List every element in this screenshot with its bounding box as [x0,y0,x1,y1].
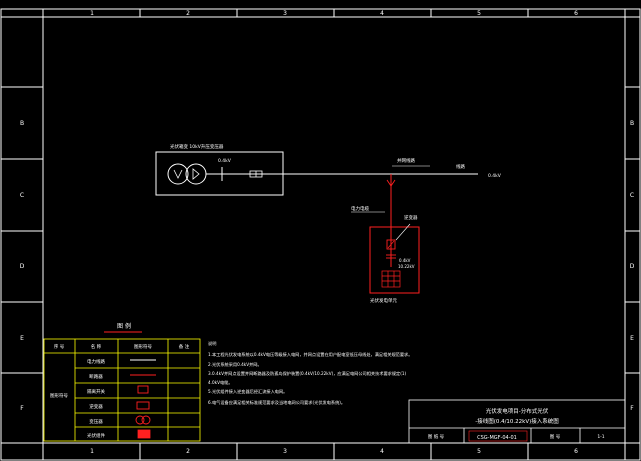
legend-name-1: 电力线路 [87,358,105,365]
legend-name-6: 光伏组件 [87,432,105,439]
row-label-b-right: B [630,120,634,127]
box-top-label: 逆变器 [404,214,418,221]
legend-name-4: 逆变器 [89,403,103,410]
box-caption: 光伏发电单元 [370,297,397,304]
row-label-c: C [20,192,24,199]
pv-panel-icon [381,270,401,288]
legend-name-3: 隔离开关 [87,388,105,395]
transformer-winding-1-icon [167,163,189,185]
legend-name-5: 变压器 [89,418,103,425]
note-line-3: 3.0.4kV并网点设置并网断路器及防孤岛保护装置(0.4kV/10.22kV)… [208,370,407,377]
legend-header-name: 名 称 [91,343,102,350]
row-label-f: F [20,405,24,412]
col-label-4: 4 [380,10,384,17]
row-label-e: E [20,335,24,342]
transformer-winding-2-icon [185,163,207,185]
legend-title: 图 例 [117,322,131,330]
col-label-6-bottom: 6 [574,448,578,455]
lv-voltage-label: 0.4kV [218,158,232,164]
legend-symbol-pv [137,429,151,439]
inverter-icon [386,239,396,250]
project-line-2: -接线图(0.4/10.22kV)接入系统图 [475,417,559,425]
col-label-2-bottom: 2 [186,448,190,455]
row-label-b: B [20,120,24,127]
notes-title: 说明 [208,340,216,347]
grid-voltage-label: 0.4kV [488,173,502,179]
bus-label: 并网线路 [397,157,415,164]
project-line-1: 光伏发电项目-分布式光伏 [486,407,549,415]
note-line-6: 6.电气设备应满足相关标准规范要求及当地电网公司要求(光伏发电系统)。 [208,399,345,406]
row-label-d-right: D [630,263,635,270]
notes: 说明 1.本工程光伏发电系统以0.4kV电压等级接入电网，并网点设置在用户配电室… [208,340,412,406]
col-label-1: 1 [90,10,94,17]
note-line-1: 1.本工程光伏发电系统以0.4kV电压等级接入电网，并网点设置在用户配电室低压母… [208,351,412,358]
legend-header-no: 序 号 [54,343,65,350]
legend-header-symbol: 图形符号 [134,343,152,350]
note-line-2: 2.光伏系统采用0.4kV并网。 [208,361,262,368]
transformer-label: 光伏箱变 10kV升压变压器 [170,143,224,150]
box-voltage-2: 10.22kV [398,264,415,269]
row-label-c-right: C [630,192,634,199]
legend-symbol-transformer [135,415,151,425]
row-label-f-right: F [630,405,634,412]
legend-symbol-inverter [136,401,150,410]
row-label-e-right: E [630,335,634,342]
legend-group-label: 图形符号 [50,392,68,399]
drawing-no: CSG-MGF-04-01 [477,435,517,441]
box-voltage-1: 0.4kV [399,258,411,263]
col-label-2: 2 [186,10,190,17]
single-line-diagram: 光伏箱变 10kV升压变压器 0.4kV 并网线路 线路 0.4kV 电力电缆 … [155,143,502,304]
branch-label: 电力电缆 [351,205,369,212]
col-label-6: 6 [574,10,578,17]
col-label-3-bottom: 3 [283,448,287,455]
col-label-4-bottom: 4 [380,448,384,455]
col-label-5: 5 [477,10,481,17]
pv-unit-box [369,226,420,294]
title-block: 光伏发电项目-分布式光伏 -接线图(0.4/10.22kV)接入系统图 图 纸 … [408,399,626,444]
row-label-d: D [20,263,25,270]
legend-header-note: 备 注 [179,343,190,350]
note-line-5: 5.光伏组件接入逆变器后经汇流接入电网。 [208,388,287,395]
col-label-5-bottom: 5 [477,448,481,455]
legend-symbol-switch [137,385,149,394]
zone-labels: 1 2 3 4 5 6 1 2 3 4 5 6 B C D E F B C D … [20,10,635,455]
page-no: 1-1 [597,434,604,440]
col-label-3: 3 [283,10,287,17]
right-line-label: 线路 [456,163,465,170]
page-label: 图 号 [550,434,561,440]
title-block-left-label: 图 纸 号 [428,433,445,440]
col-label-1-bottom: 1 [90,448,94,455]
legend-name-2: 断路器 [89,373,103,380]
note-line-4: 4.0kV电缆。 [208,379,233,386]
legend: 图 例 序 号 名 称 图形符号 备 注 图形符号 电力线路 断路器 隔离开关 … [43,322,201,442]
drawing-no-box [468,430,528,442]
